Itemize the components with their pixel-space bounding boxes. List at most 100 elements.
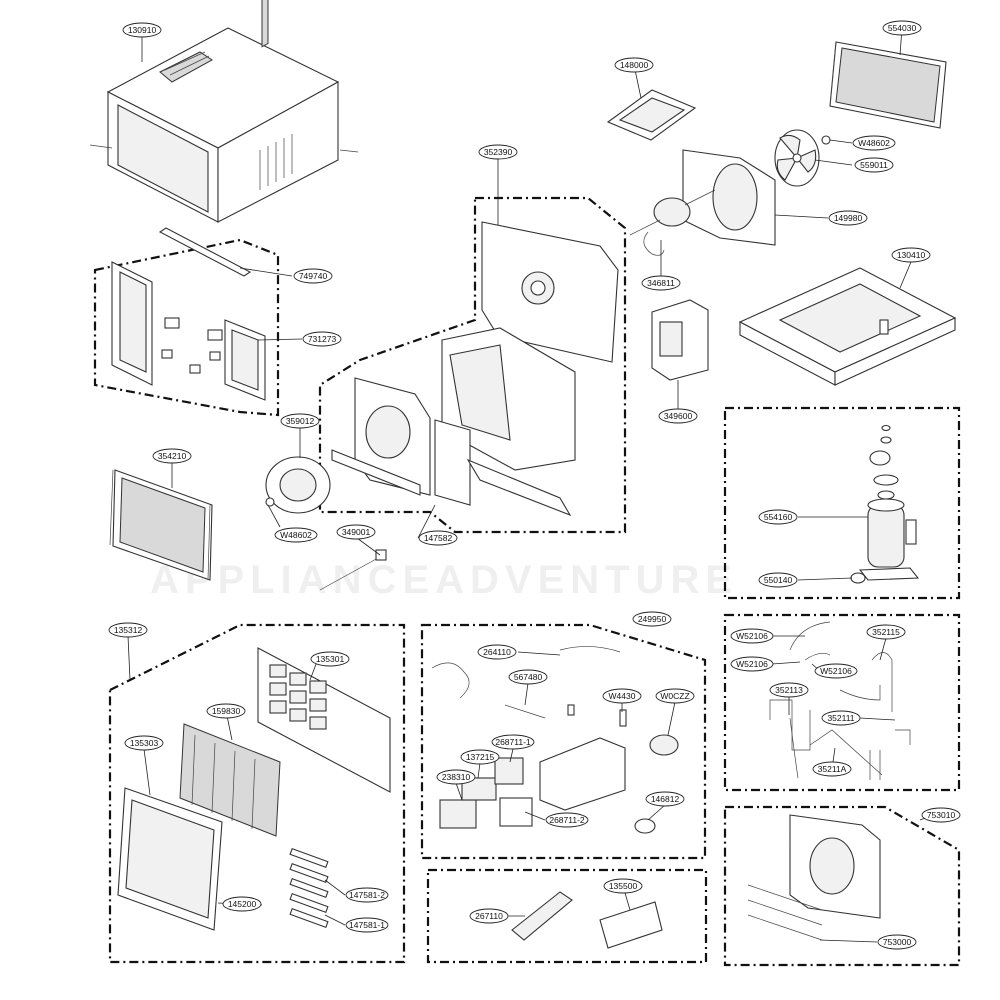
callout-w4430: W4430 bbox=[602, 688, 642, 704]
condenser-fan-illustration bbox=[774, 129, 831, 187]
svg-text:W52106: W52106 bbox=[820, 666, 852, 676]
svg-text:149980: 149980 bbox=[834, 213, 863, 223]
cabinet-illustration bbox=[89, 0, 359, 223]
callout-354210: 354210 bbox=[152, 448, 192, 464]
svg-text:352115: 352115 bbox=[872, 627, 900, 637]
base-pan-illustration bbox=[738, 267, 957, 386]
callout-267110: 267110 bbox=[469, 908, 509, 924]
svg-text:130410: 130410 bbox=[897, 250, 926, 260]
callout-559011: 559011 bbox=[854, 157, 894, 173]
callout-149980: 149980 bbox=[828, 210, 868, 226]
callout-135312: 135312 bbox=[108, 622, 148, 638]
callout-135303: 135303 bbox=[124, 735, 164, 751]
callout-135500: 135500 bbox=[603, 878, 643, 894]
watermark-text: APPLIANCEADVENTURE bbox=[150, 558, 738, 602]
callout-148000: 148000 bbox=[614, 57, 654, 73]
callout-w0czz: W0CZZ bbox=[655, 688, 695, 704]
callout-550140: 550140 bbox=[758, 572, 798, 588]
callout-731273: 731273 bbox=[302, 331, 342, 347]
callout-labels: 130910 148000 554030 352390 W48602 55901… bbox=[108, 20, 961, 950]
svg-text:249950: 249950 bbox=[638, 614, 667, 624]
callout-238310: 238310 bbox=[436, 769, 476, 785]
svg-text:148000: 148000 bbox=[620, 60, 649, 70]
callout-346811: 346811 bbox=[641, 275, 681, 291]
svg-text:554030: 554030 bbox=[888, 23, 917, 33]
group-border-front-panel bbox=[108, 623, 406, 964]
group-border-remote bbox=[426, 868, 708, 964]
callout-146812: 146812 bbox=[645, 791, 685, 807]
svg-text:264110: 264110 bbox=[483, 647, 511, 657]
group-border-electrical bbox=[420, 623, 707, 860]
svg-text:352113: 352113 bbox=[775, 685, 803, 695]
callout-554030: 554030 bbox=[882, 20, 922, 36]
svg-text:130910: 130910 bbox=[128, 25, 157, 35]
electrical-illustration bbox=[431, 646, 679, 834]
svg-text:W4430: W4430 bbox=[609, 691, 636, 701]
evaporator-coil-illustration bbox=[109, 469, 213, 581]
svg-text:352390: 352390 bbox=[484, 147, 513, 157]
svg-text:135312: 135312 bbox=[114, 625, 143, 635]
svg-text:554160: 554160 bbox=[764, 512, 793, 522]
svg-text:753010: 753010 bbox=[927, 810, 956, 820]
callout-567480: 567480 bbox=[508, 669, 548, 685]
callout-268711-2: 268711-2 bbox=[545, 812, 589, 828]
svg-text:349600: 349600 bbox=[664, 411, 693, 421]
group-border-side-panels bbox=[93, 238, 280, 417]
svg-text:147581-1: 147581-1 bbox=[349, 920, 385, 930]
compressor-illustration bbox=[850, 424, 920, 584]
callout-130410: 130410 bbox=[891, 247, 931, 263]
callout-147581-2: 147581-2 bbox=[345, 887, 389, 903]
front-cover-illustration bbox=[117, 787, 223, 931]
callout-264110: 264110 bbox=[477, 644, 517, 660]
svg-text:349001: 349001 bbox=[342, 527, 371, 537]
shroud-illustration bbox=[682, 149, 776, 246]
thermistor-illustration bbox=[319, 549, 387, 591]
callout-147582: 147582 bbox=[418, 530, 458, 546]
blower-housing-illustration bbox=[331, 327, 576, 517]
svg-text:567480: 567480 bbox=[514, 672, 543, 682]
callout-145200: 145200 bbox=[222, 896, 262, 912]
svg-text:147581-2: 147581-2 bbox=[349, 890, 385, 900]
svg-text:267110: 267110 bbox=[475, 911, 503, 921]
svg-text:352111: 352111 bbox=[827, 713, 854, 723]
louver-illustration bbox=[289, 847, 329, 929]
group-border-compressor bbox=[723, 406, 961, 600]
fan-motor-illustration bbox=[629, 189, 716, 256]
callout-749740: 749740 bbox=[293, 268, 333, 284]
svg-text:W52106: W52106 bbox=[736, 631, 768, 641]
svg-text:550140: 550140 bbox=[764, 575, 793, 585]
callout-753000: 753000 bbox=[877, 934, 917, 950]
svg-text:135301: 135301 bbox=[316, 654, 345, 664]
svg-text:749740: 749740 bbox=[299, 271, 328, 281]
callout-w52106-c: W52106 bbox=[814, 663, 858, 679]
bracket-illustration bbox=[606, 89, 697, 141]
group-border-blower-housing bbox=[318, 196, 627, 534]
group-borders bbox=[93, 196, 961, 967]
callout-35211a: 35211A bbox=[812, 761, 852, 777]
svg-text:354210: 354210 bbox=[158, 451, 187, 461]
svg-text:W48602: W48602 bbox=[858, 138, 890, 148]
callout-249950: 249950 bbox=[632, 611, 672, 627]
top-brace-illustration bbox=[158, 227, 252, 277]
callout-753010: 753010 bbox=[921, 807, 961, 823]
callout-w48602-top: W48602 bbox=[852, 135, 896, 151]
callout-130910: 130910 bbox=[122, 22, 162, 38]
svg-text:731273: 731273 bbox=[308, 334, 337, 344]
tubing-illustration bbox=[769, 621, 911, 780]
svg-text:35211A: 35211A bbox=[818, 764, 847, 774]
callout-359012: 359012 bbox=[280, 413, 320, 429]
callout-352113: 352113 bbox=[769, 682, 809, 698]
svg-text:W52106: W52106 bbox=[736, 659, 768, 669]
svg-text:346811: 346811 bbox=[647, 278, 675, 288]
condenser-coil-illustration bbox=[829, 41, 947, 129]
callout-268711-1: 268711-1 bbox=[491, 734, 535, 750]
callout-349600: 349600 bbox=[658, 408, 698, 424]
svg-text:359012: 359012 bbox=[286, 416, 315, 426]
callout-352390: 352390 bbox=[478, 144, 518, 160]
orifice-plate-illustration bbox=[481, 221, 619, 363]
svg-text:135500: 135500 bbox=[609, 881, 638, 891]
callout-159830: 159830 bbox=[206, 703, 246, 719]
svg-text:137215: 137215 bbox=[466, 752, 495, 762]
part-illustrations bbox=[89, 0, 957, 949]
